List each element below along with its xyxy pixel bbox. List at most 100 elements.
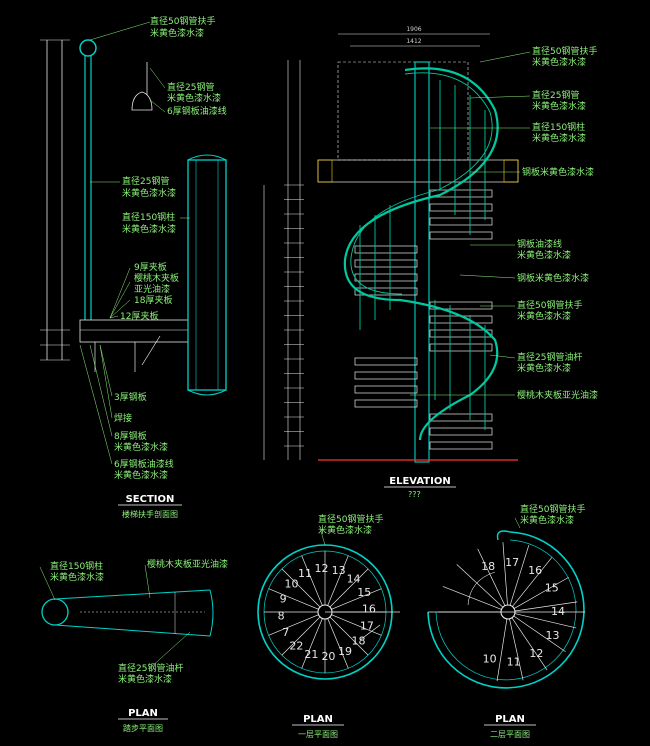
elevation-step (429, 343, 493, 352)
label-s8: 米黄色漆水漆 (122, 223, 176, 235)
label-f1: 米黄色漆水漆 (318, 524, 372, 536)
label-s6: 米黄色漆水漆 (122, 187, 176, 199)
section-view: 直径50钢管扶手 米黄色漆水漆 直径25钢管 米黄色漆水漆 6厚钢板油漆线 直径… (40, 15, 227, 519)
second-step-number: 12 (529, 647, 543, 660)
second-spoke (512, 557, 553, 607)
elevation-step (429, 231, 493, 240)
label-e2: 直径25钢管 (532, 89, 579, 101)
first-spoke (268, 614, 319, 636)
elevation-step (429, 189, 493, 198)
elevation-step (354, 385, 418, 394)
spiral-handrail (343, 67, 499, 441)
second-step-number: 10 (483, 652, 497, 665)
second-step-number: 13 (545, 629, 559, 642)
elevation-title: ELEVATION (389, 476, 450, 487)
second-step-number: 14 (551, 605, 565, 618)
second-spoke (513, 615, 566, 653)
second-step-number: 16 (528, 564, 542, 577)
step-column-circle (41, 598, 69, 626)
first-step-number: 12 (315, 562, 329, 575)
label-s2: 直径25钢管 (167, 81, 214, 93)
elevation-step (354, 287, 418, 296)
elevation-step (354, 245, 418, 254)
label-e3: 米黄色漆水漆 (532, 100, 586, 112)
first-step-number: 9 (280, 592, 287, 605)
first-step-number: 11 (298, 567, 312, 580)
label-s16: 8厚钢板 (114, 430, 147, 442)
first-spoke (281, 616, 321, 656)
label-e6: 钢板米黄色漆水漆 (522, 166, 594, 178)
second-spoke (511, 617, 548, 671)
top-dim-0: 1906 (406, 26, 421, 33)
plan-step-view: 直径150钢柱 米黄色漆水漆 樱桃木夹板亚光油漆 直径25钢管油杆 米黄色漆水漆… (39, 558, 228, 733)
label-s0: 直径50钢管扶手 (150, 15, 215, 27)
first-step-number: 8 (278, 609, 285, 622)
label-p4: 米黄色漆水漆 (118, 673, 172, 685)
first-step-number: 13 (332, 564, 346, 577)
label-e13: 米黄色漆水漆 (517, 362, 571, 374)
elevation-step (429, 329, 493, 338)
first-spoke (329, 568, 369, 608)
section-title: SECTION (126, 494, 175, 505)
plan-second-title: PLAN (495, 714, 525, 725)
elevation-view: 1906 1412 直径50钢管扶手 米黄色漆水漆 (263, 26, 598, 499)
second-outer-arc (427, 531, 585, 689)
first-step-number: 19 (338, 645, 352, 658)
second-spoke (456, 564, 504, 608)
second-spoke (477, 548, 506, 606)
first-step-number: 14 (347, 573, 361, 586)
label-p0: 直径150钢柱 (50, 560, 103, 572)
label-e0: 直径50钢管扶手 (532, 45, 597, 57)
label-s17: 米黄色漆水漆 (114, 441, 168, 453)
plan-step-title: PLAN (128, 708, 158, 719)
second-spoke (502, 542, 508, 606)
label-s13: 12厚夹板 (120, 310, 158, 322)
top-dim-1: 1412 (406, 38, 421, 45)
label-s1: 米黄色漆水漆 (150, 27, 204, 39)
elevation-step (354, 399, 418, 408)
label-e4: 直径150钢柱 (532, 121, 585, 133)
second-spoke (509, 545, 530, 606)
first-spoke (301, 618, 323, 669)
label-f0: 直径50钢管扶手 (318, 513, 383, 525)
label-s12: 18厚夹板 (134, 294, 172, 306)
label-e1: 米黄色漆水漆 (532, 56, 586, 68)
first-step-number: 15 (357, 586, 371, 599)
label-e14: 樱桃木夹板亚光油漆 (517, 389, 598, 401)
label-s19: 米黄色漆水漆 (114, 469, 168, 481)
second-step-number: 11 (507, 656, 521, 669)
plan-first-subtitle: 一层平面图 (298, 730, 338, 739)
label-s15: 焊接 (114, 412, 132, 424)
second-step-number: 18 (481, 560, 495, 573)
label-s11: 亚光油漆 (134, 283, 170, 295)
label-s14: 3厚钢板 (114, 391, 147, 403)
elevation-step (354, 371, 418, 380)
elevation-step (354, 357, 418, 366)
first-step-number: 20 (321, 650, 335, 663)
elevation-step (429, 427, 493, 436)
second-step-number: 17 (505, 556, 519, 569)
second-spoke (514, 601, 578, 612)
second-spoke (442, 586, 502, 610)
label-e9: 钢板米黄色漆水漆 (517, 272, 589, 284)
first-spoke (301, 555, 323, 606)
elevation-step (429, 203, 493, 212)
first-step-number: 18 (351, 635, 365, 648)
second-spoke (514, 613, 577, 629)
first-spoke (281, 568, 321, 608)
elevation-step (354, 273, 418, 282)
label-s4: 6厚钢板油漆线 (167, 105, 227, 117)
label-e11: 米黄色漆水漆 (517, 310, 571, 322)
handrail-circle (79, 39, 97, 57)
second-spoke (509, 618, 524, 681)
first-step-number: 7 (282, 626, 289, 639)
label-e8: 米黄色漆水漆 (517, 249, 571, 261)
label-e10: 直径50钢管扶手 (517, 299, 582, 311)
label-s5: 直径25钢管 (122, 175, 169, 187)
elevation-step (429, 413, 493, 422)
plan-step-subtitle: 踏步平面图 (123, 723, 163, 733)
plan-second-subtitle: 二层平面图 (490, 730, 530, 739)
label-e12: 直径25钢管油杆 (517, 351, 582, 363)
